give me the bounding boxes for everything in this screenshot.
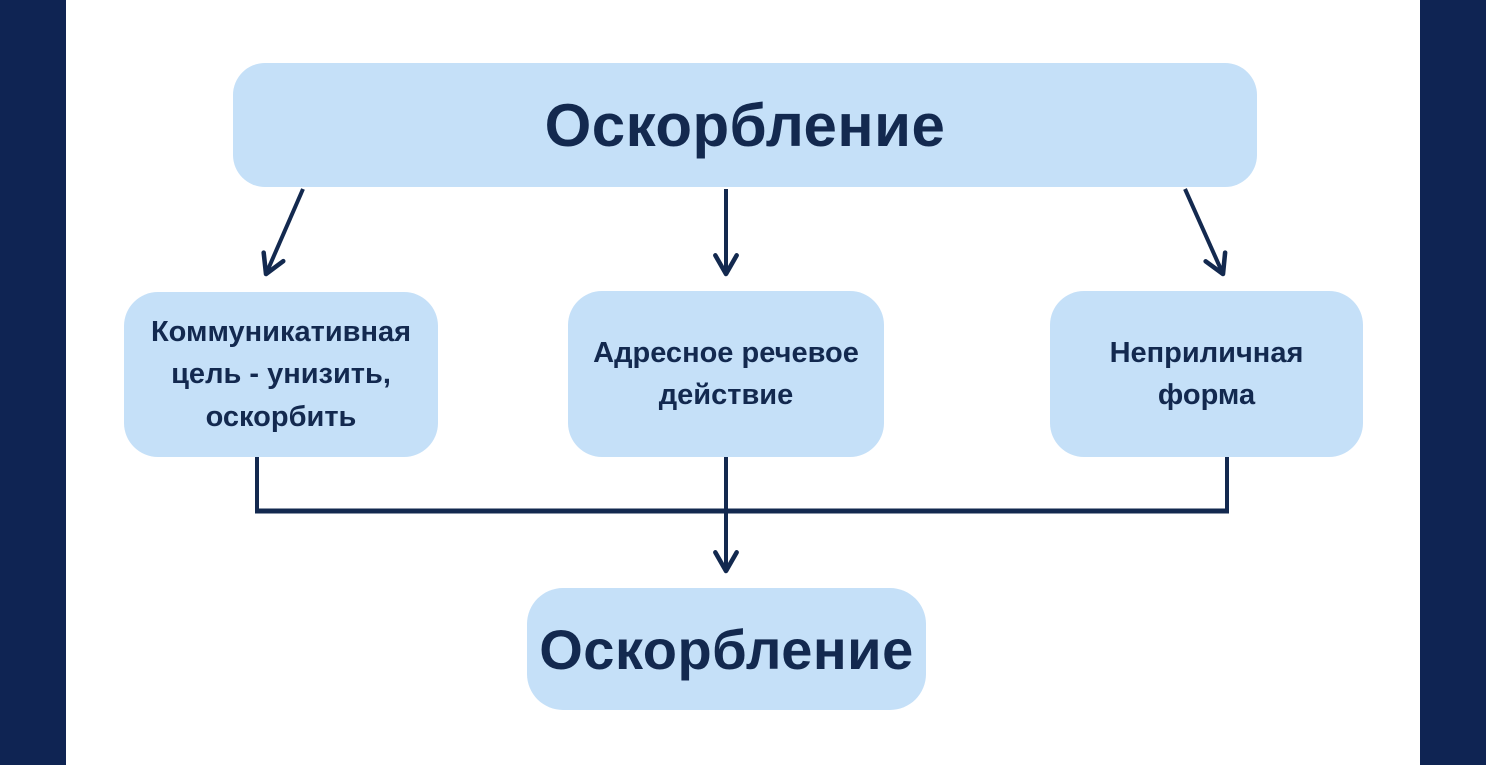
- node-criterion-3-label: Неприличная форма: [1109, 336, 1304, 411]
- node-result-insult: Оскорбление: [527, 588, 926, 710]
- arrow-root-to-criterion-1: [261, 188, 305, 277]
- node-result-label: Оскорбление: [539, 617, 914, 681]
- node-root-insult: Оскорбление: [233, 63, 1257, 187]
- node-criterion-2-label: Адресное речевое действие: [593, 336, 859, 411]
- node-criterion-communicative-goal: Коммуникативная цель - унизить, оскорбит…: [124, 292, 438, 457]
- node-criterion-addressed-speech-act: Адресное речевое действие: [568, 291, 884, 457]
- right-frame-bar: [1420, 0, 1486, 765]
- arrow-root-to-criterion-3: [1183, 188, 1228, 277]
- node-criterion-indecent-form: Неприличная форма: [1050, 291, 1363, 457]
- node-criterion-1-label: Коммуникативная цель - унизить, оскорбит…: [150, 316, 412, 433]
- left-frame-bar: [0, 0, 66, 765]
- node-root-label: Оскорбление: [544, 91, 946, 159]
